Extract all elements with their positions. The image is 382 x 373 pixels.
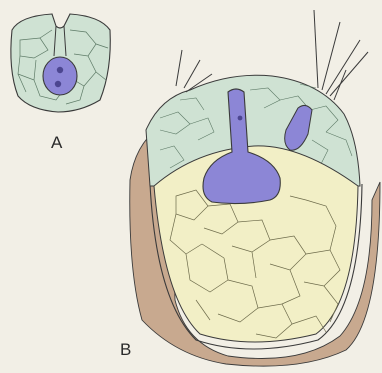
panel-a-section bbox=[11, 14, 110, 112]
panel-b-nucleus bbox=[238, 116, 243, 121]
panel-b-label: B bbox=[120, 340, 131, 360]
panel-b-section bbox=[130, 10, 380, 366]
panel-a-egg-cell bbox=[43, 57, 77, 95]
panel-a-nucleus-lower bbox=[55, 81, 61, 87]
panel-a-label: A bbox=[51, 133, 62, 153]
panel-a-nucleus-upper bbox=[57, 67, 63, 73]
